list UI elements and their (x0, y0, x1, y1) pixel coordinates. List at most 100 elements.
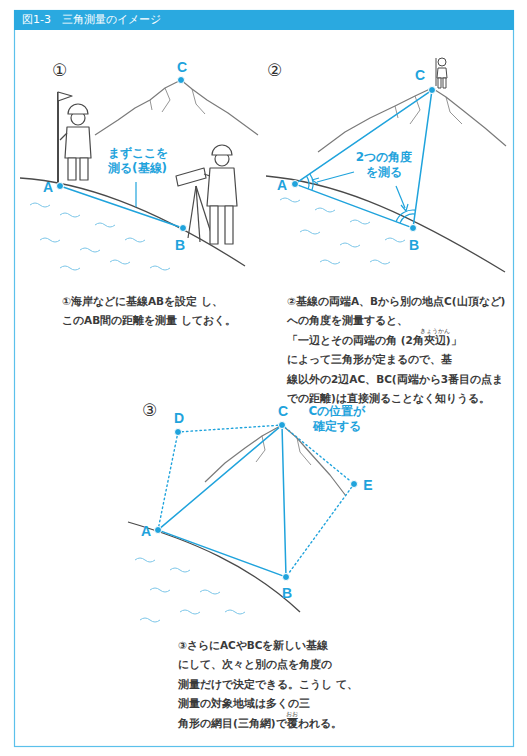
pole (57, 92, 59, 182)
point-letter: A (43, 180, 53, 194)
body (207, 168, 237, 206)
point-letter: C (415, 68, 425, 82)
wave (40, 238, 60, 242)
survey-line (161, 428, 279, 528)
survey-point: B (282, 573, 290, 581)
point-letter: B (409, 238, 419, 252)
point-letter: C (177, 60, 187, 74)
survey-point: B (409, 224, 417, 232)
leader-head (401, 204, 408, 211)
wave (60, 213, 80, 217)
mountain-shade (150, 88, 205, 114)
survey-line (414, 94, 432, 224)
wave (110, 260, 130, 264)
body (65, 127, 91, 158)
helmet (68, 104, 88, 114)
ruby: おお (286, 711, 298, 717)
telescope (176, 168, 206, 186)
angle-arc (400, 214, 415, 223)
wave (280, 198, 300, 202)
survey-point: B (179, 224, 187, 232)
survey-line (282, 429, 286, 573)
frame (15, 11, 514, 747)
legs (68, 158, 88, 180)
survey-point: E (350, 480, 358, 488)
survey-line (64, 187, 179, 226)
survey-point: A (154, 526, 162, 534)
survey-point: C (428, 86, 436, 94)
angle-marks (136, 172, 415, 223)
panel-number: ① (52, 62, 67, 79)
surveyor-c (436, 58, 447, 88)
wave (350, 220, 370, 224)
title-text: 図1-3 三角測量のイメージ (14, 10, 514, 30)
mountain (205, 425, 346, 496)
point-letter: C (278, 404, 288, 418)
wave (320, 260, 340, 264)
wave (315, 208, 335, 212)
surveyor-b (176, 145, 237, 244)
wave (340, 243, 360, 247)
mountains (95, 80, 506, 496)
legs (210, 206, 233, 244)
arm (204, 174, 210, 176)
point-letter: A (277, 178, 287, 192)
angle-arc (396, 210, 415, 222)
tripod-leg (188, 186, 196, 238)
wave (80, 248, 100, 252)
wave (200, 590, 220, 594)
tripod-leg (196, 186, 200, 242)
dotted-sight-line (182, 425, 278, 431)
survey-point: D (174, 428, 182, 436)
dotted-sight-line (159, 436, 177, 526)
wave (125, 238, 145, 242)
survey-point: C (278, 421, 286, 429)
panel-number: ③ (142, 402, 157, 419)
callout-text: まずここを 測る(基線) (100, 146, 175, 176)
panel-number: ② (267, 62, 282, 79)
caption: ①海岸などに基線ABを設定 し、このAB間の距離を測量 しておく。 (62, 292, 247, 331)
wave (225, 610, 245, 614)
angle-arc (307, 176, 309, 189)
point-letter: A (141, 524, 151, 538)
caption: ②基線の両端A、Bから別の地点C(山頂など) への角度を測量すると、「一辺とその… (287, 292, 511, 409)
wave (150, 266, 170, 270)
wave (95, 223, 115, 227)
wave (385, 238, 405, 242)
wave (150, 588, 170, 592)
flag (58, 92, 72, 101)
helmet (212, 145, 232, 155)
dotted-sight-line (285, 428, 351, 482)
angle-arc (310, 174, 313, 191)
wave (140, 618, 160, 622)
leader-line (396, 186, 405, 208)
wave (135, 558, 155, 562)
wave (370, 260, 390, 264)
body (437, 68, 447, 78)
leader-line (317, 172, 354, 182)
surveyor-a (58, 92, 91, 182)
survey-line (298, 92, 428, 181)
mountain (95, 80, 258, 135)
leader-head (312, 178, 319, 184)
instrument (436, 58, 437, 86)
wave (180, 610, 200, 614)
coast (128, 522, 300, 612)
point-letter: E (363, 478, 372, 492)
leader-line (135, 182, 136, 207)
point-letter: D (174, 411, 184, 425)
coast (266, 176, 505, 272)
legs (438, 78, 446, 88)
point-letter: B (175, 238, 185, 252)
callout-text: Cの位置が 確定する (305, 404, 369, 434)
callout-text: 2つの角度 を測る (352, 150, 416, 180)
survey-point: A (291, 180, 299, 188)
title-band: 図1-3 三角測量のイメージ (14, 10, 514, 30)
ruby: きょうかん (420, 328, 450, 334)
point-letter: B (282, 586, 292, 600)
dotted-sight-line (288, 487, 351, 574)
head (438, 58, 446, 66)
survey-line (299, 185, 410, 226)
wave (30, 203, 50, 207)
